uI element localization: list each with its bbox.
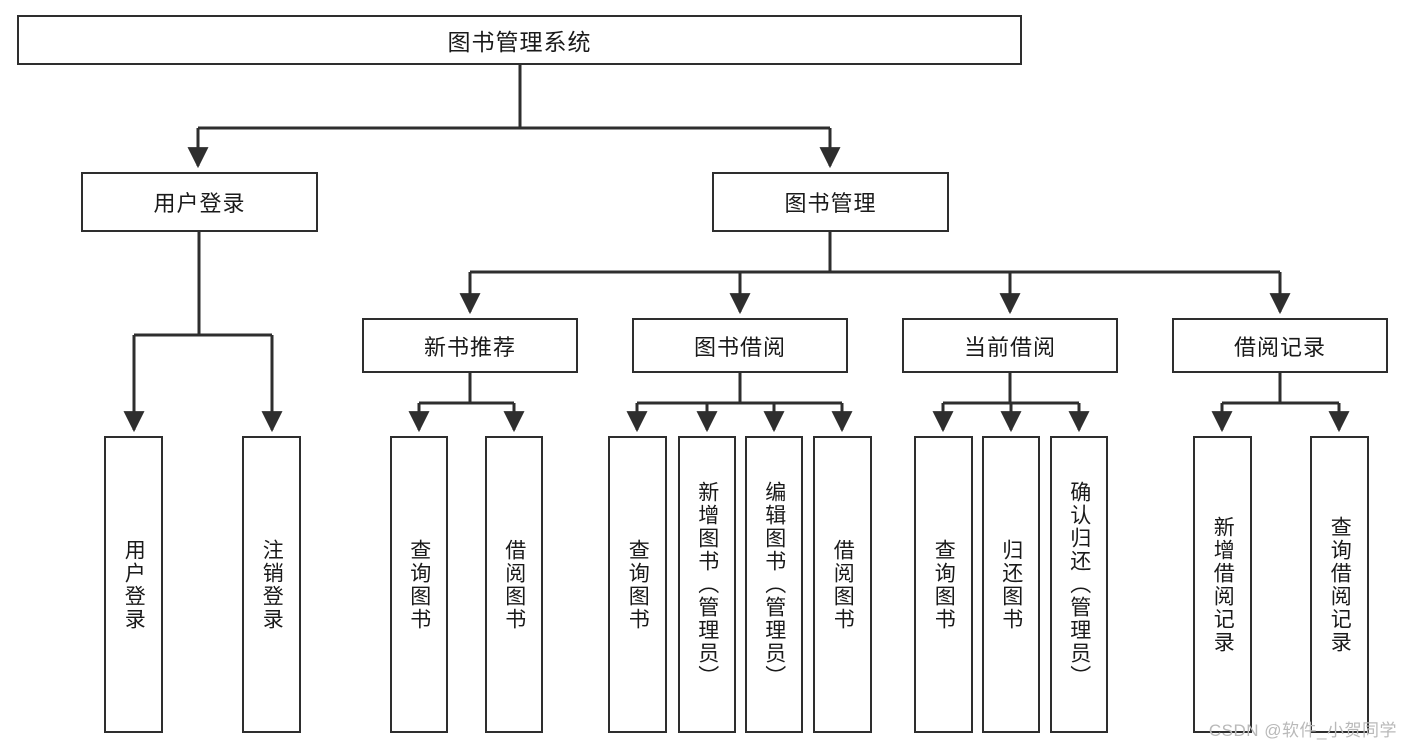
node-leaf-user-login-label: 用户登录 [122,538,146,631]
node-borrow-record[interactable]: 借阅记录 [1172,318,1388,373]
node-leaf-return-book[interactable]: 归还图书 [982,436,1040,733]
node-leaf-edit-book-label: 编辑图书（管理员） [762,481,786,688]
node-leaf-query-record-label: 查询借阅记录 [1328,515,1352,654]
node-leaf-return-book-label: 归还图书 [999,538,1023,631]
node-user-login-label: 用户登录 [153,191,246,216]
node-root-label: 图书管理系统 [447,29,592,55]
node-root[interactable]: 图书管理系统 [17,15,1022,65]
watermark: CSDN @软件_小贺同学 [1208,721,1397,740]
node-book-manage-label: 图书管理 [784,191,877,216]
node-leaf-add-book[interactable]: 新增图书（管理员） [678,436,736,733]
node-leaf-add-record[interactable]: 新增借阅记录 [1193,436,1252,733]
node-leaf-query-book-cur-label: 查询图书 [932,538,956,631]
node-leaf-confirm-return[interactable]: 确认归还（管理员） [1050,436,1108,733]
node-leaf-query-book-cur[interactable]: 查询图书 [914,436,973,733]
node-leaf-user-logout[interactable]: 注销登录 [242,436,301,733]
node-leaf-edit-book[interactable]: 编辑图书（管理员） [745,436,803,733]
node-current-borrow-label: 当前借阅 [963,334,1056,360]
node-leaf-query-book-bor-label: 查询图书 [626,538,650,631]
node-leaf-user-login[interactable]: 用户登录 [104,436,163,733]
node-book-manage[interactable]: 图书管理 [712,172,949,232]
node-leaf-add-book-label: 新增图书（管理员） [695,481,719,688]
node-leaf-confirm-return-label: 确认归还（管理员） [1067,481,1091,688]
node-leaf-user-logout-label: 注销登录 [260,538,284,631]
node-leaf-borrow-book-rec[interactable]: 借阅图书 [485,436,543,733]
node-leaf-add-record-label: 新增借阅记录 [1211,515,1235,654]
node-book-borrow-label: 图书借阅 [693,334,786,360]
node-leaf-query-record[interactable]: 查询借阅记录 [1310,436,1369,733]
node-leaf-query-book-rec-label: 查询图书 [407,538,431,631]
node-borrow-record-label: 借阅记录 [1233,334,1326,360]
node-leaf-borrow-book-bor[interactable]: 借阅图书 [813,436,872,733]
node-new-book-rec[interactable]: 新书推荐 [362,318,578,373]
node-leaf-query-book-bor[interactable]: 查询图书 [608,436,667,733]
node-leaf-borrow-book-bor-label: 借阅图书 [831,538,855,631]
node-leaf-query-book-rec[interactable]: 查询图书 [390,436,448,733]
node-user-login[interactable]: 用户登录 [81,172,318,232]
node-book-borrow[interactable]: 图书借阅 [632,318,848,373]
node-current-borrow[interactable]: 当前借阅 [902,318,1118,373]
node-leaf-borrow-book-rec-label: 借阅图书 [502,538,526,631]
node-new-book-rec-label: 新书推荐 [423,334,516,360]
